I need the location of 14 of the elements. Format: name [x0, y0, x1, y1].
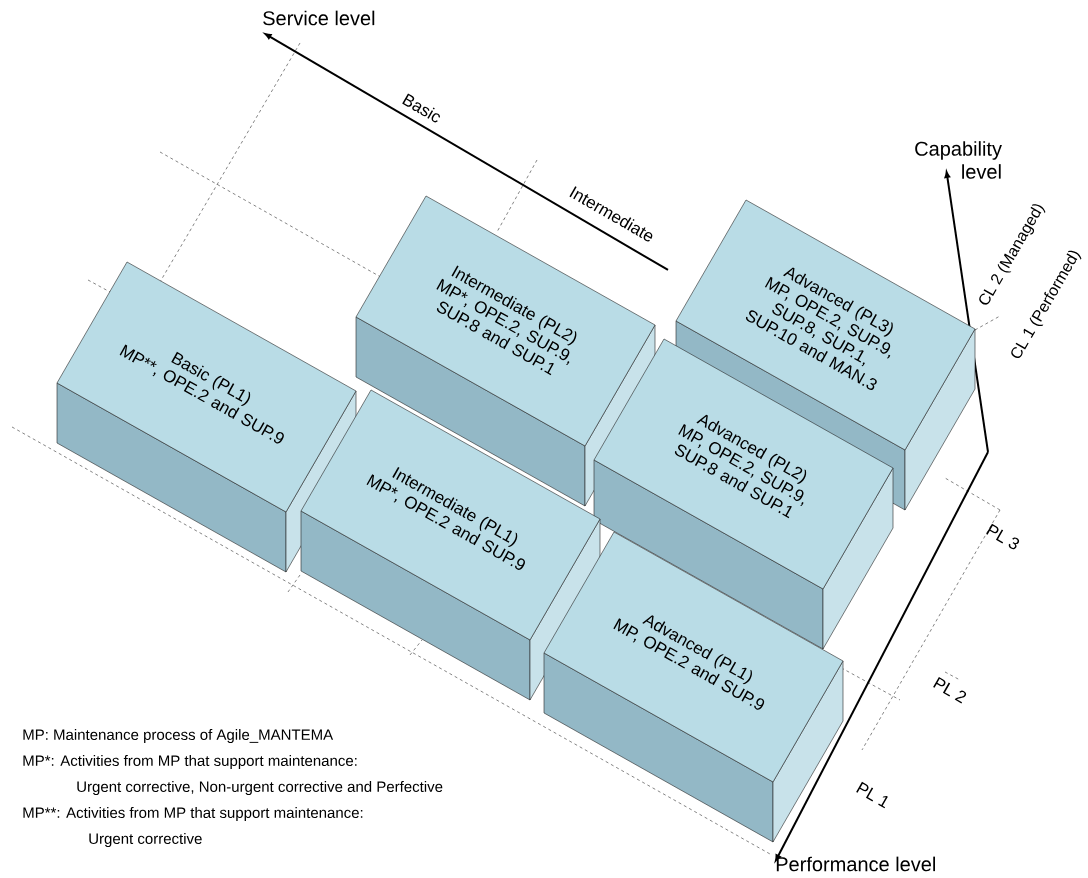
note-text: Urgent corrective, Non-urgent corrective and Perfective — [77, 781, 443, 795]
level-label: PL 1 — [856, 781, 888, 809]
axis-title: Service level — [263, 10, 375, 26]
axis-title: Performance level — [776, 856, 935, 872]
axis-title: Capability level — [915, 141, 1002, 179]
process-block — [543, 531, 844, 843]
note-text: MP**: Activities from MP that support maintenance: — [23, 807, 363, 821]
process-block — [56, 261, 357, 573]
level-label: PL 2 — [933, 676, 967, 704]
note-text: MP: Maintenance process of Agile_MANTEMA — [23, 729, 334, 743]
process-block — [300, 389, 601, 701]
note-text: Urgent corrective — [89, 833, 202, 847]
note-text: MP*: Activities from MP that support maintenance: — [23, 755, 357, 769]
level-label: PL 3 — [986, 523, 1020, 550]
